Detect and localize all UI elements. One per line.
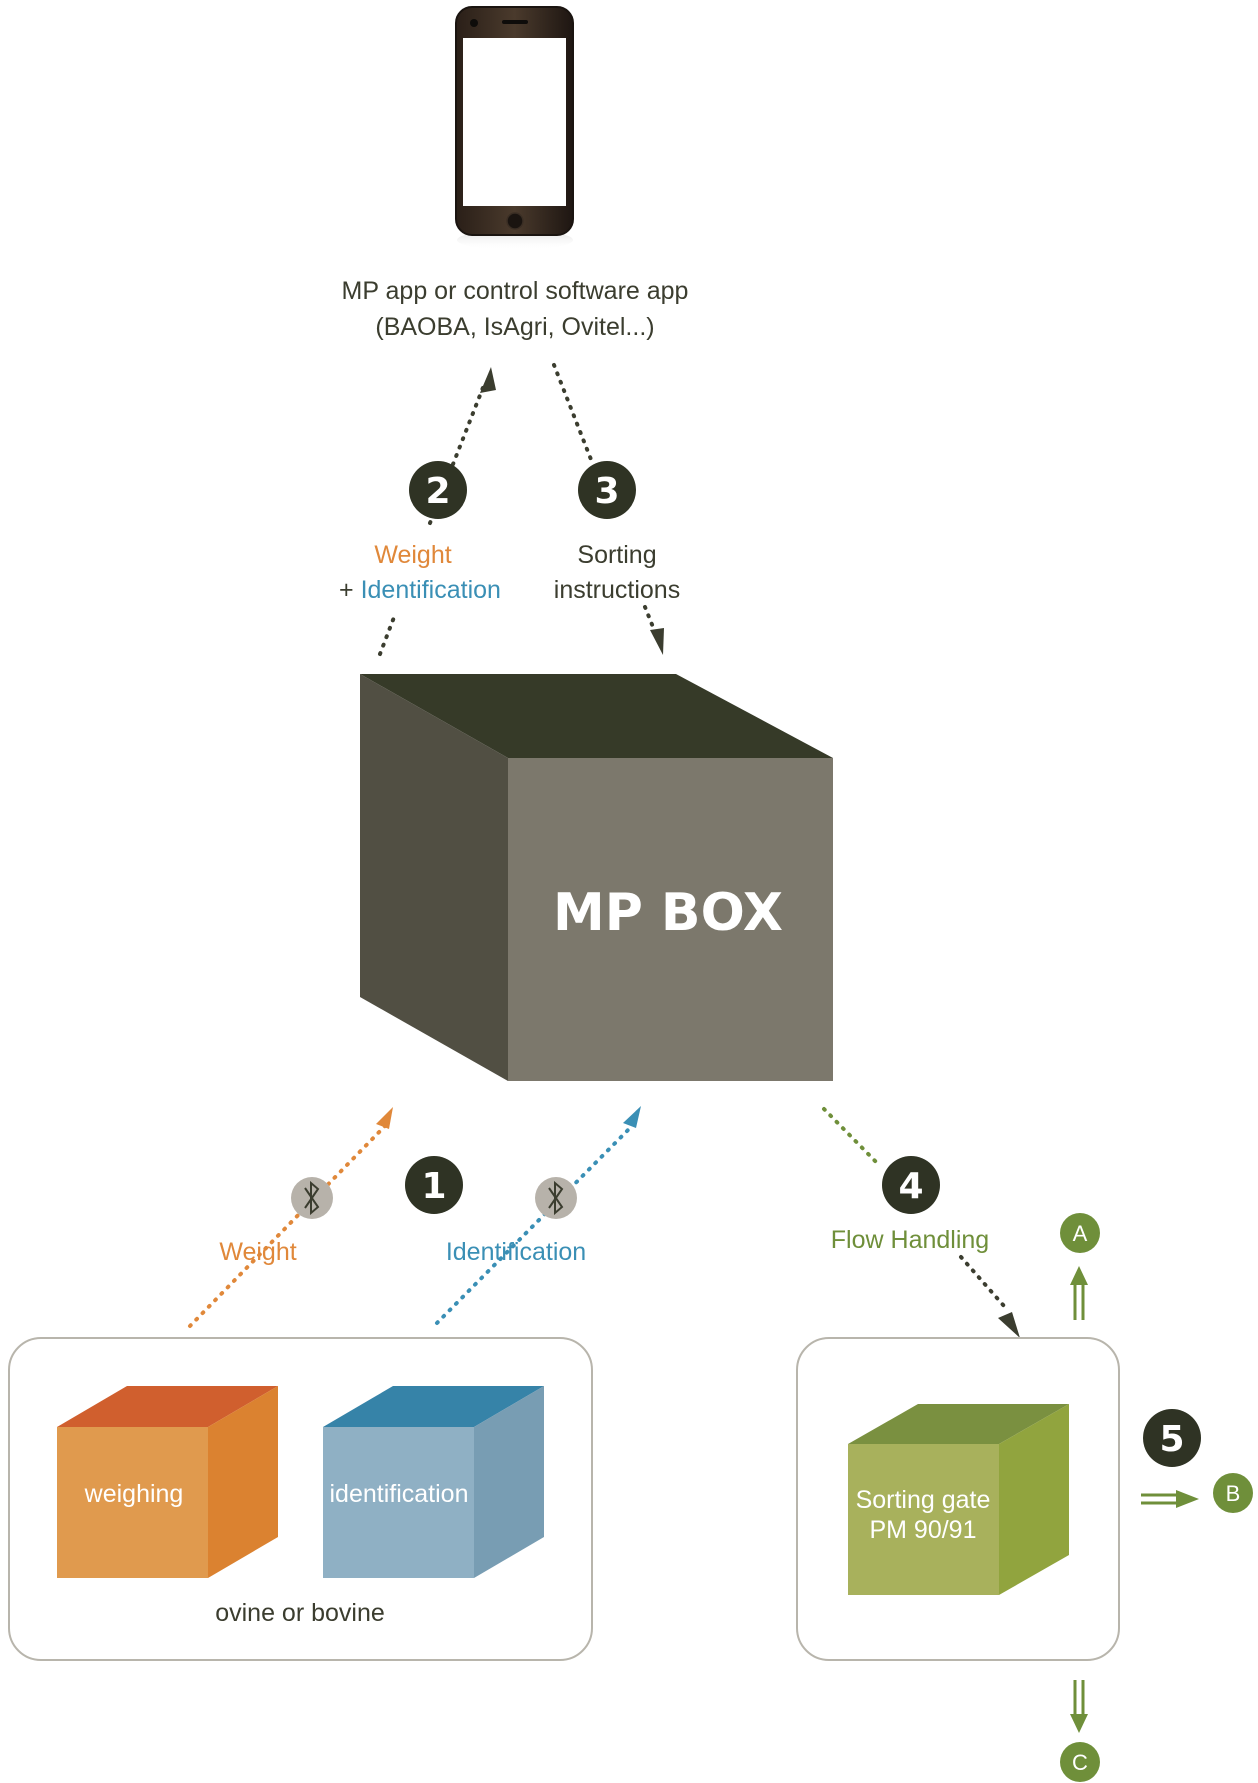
double-arrow-right-icon (1141, 1490, 1199, 1508)
sorting-gate-line1: Sorting gate (856, 1486, 991, 1514)
weighing-device-cube (57, 1386, 278, 1578)
smartphone-icon (455, 6, 574, 250)
output-a-badge: A (1060, 1213, 1100, 1253)
devices-group-frame (8, 1337, 593, 1661)
identification-upper-text: Identification (361, 576, 501, 604)
flow-handling-label: Flow Handling (831, 1226, 989, 1254)
output-c-letter: C (1072, 1750, 1088, 1775)
identification-device-label: identification (330, 1480, 469, 1508)
arrow-sorting-instructions-to-box (552, 363, 664, 655)
step-4-number: 4 (898, 1166, 923, 1207)
output-a-letter: A (1073, 1221, 1088, 1246)
sorting-gate-cube (848, 1404, 1069, 1595)
step-1-badge: 1 (405, 1156, 463, 1214)
step-4-badge: 4 (882, 1156, 940, 1214)
identification-lower-label: Identification (446, 1238, 586, 1266)
phone-caption-line2: (BAOBA, IsAgri, Ovitel...) (375, 313, 654, 341)
double-arrow-down-icon (1070, 1680, 1088, 1733)
mp-box-title: MP BOX (553, 883, 783, 943)
devices-group-caption: ovine or bovine (215, 1599, 385, 1627)
arrow-weight-to-box (188, 1107, 393, 1328)
step-2-number: 2 (425, 471, 450, 512)
mp-box-cube (360, 674, 833, 1081)
step-3-number: 3 (594, 471, 619, 512)
sorting-gate-line2: PM 90/91 (869, 1516, 976, 1544)
bluetooth-icon (535, 1177, 577, 1219)
sorting-instructions-line1: Sorting (577, 541, 656, 569)
bluetooth-icon (291, 1177, 333, 1219)
weight-lower-label: Weight (219, 1238, 296, 1266)
identification-upper-label: + Identification (339, 576, 501, 604)
identification-device-cube (323, 1386, 544, 1578)
step-5-number: 5 (1159, 1419, 1184, 1460)
step-1-number: 1 (421, 1166, 446, 1207)
double-arrow-up-icon (1070, 1266, 1088, 1320)
step-2-badge: 2 (409, 461, 467, 519)
step-3-badge: 3 (578, 461, 636, 519)
arrow-weight-identification-to-app (378, 367, 496, 656)
weight-upper-label: Weight (374, 541, 451, 569)
output-b-letter: B (1226, 1481, 1241, 1506)
arrow-identification-to-box (435, 1106, 641, 1325)
weighing-label: weighing (84, 1480, 184, 1508)
sorting-instructions-line2: instructions (554, 576, 680, 604)
step-5-badge: 5 (1143, 1409, 1201, 1467)
sorting-gate-frame (796, 1337, 1120, 1661)
arrow-flow-handling-to-gate (822, 1107, 1020, 1338)
plus-sign: + (339, 576, 361, 604)
output-b-badge: B (1213, 1473, 1253, 1513)
phone-caption-line1: MP app or control software app (342, 277, 689, 305)
output-c-badge: C (1060, 1742, 1100, 1782)
